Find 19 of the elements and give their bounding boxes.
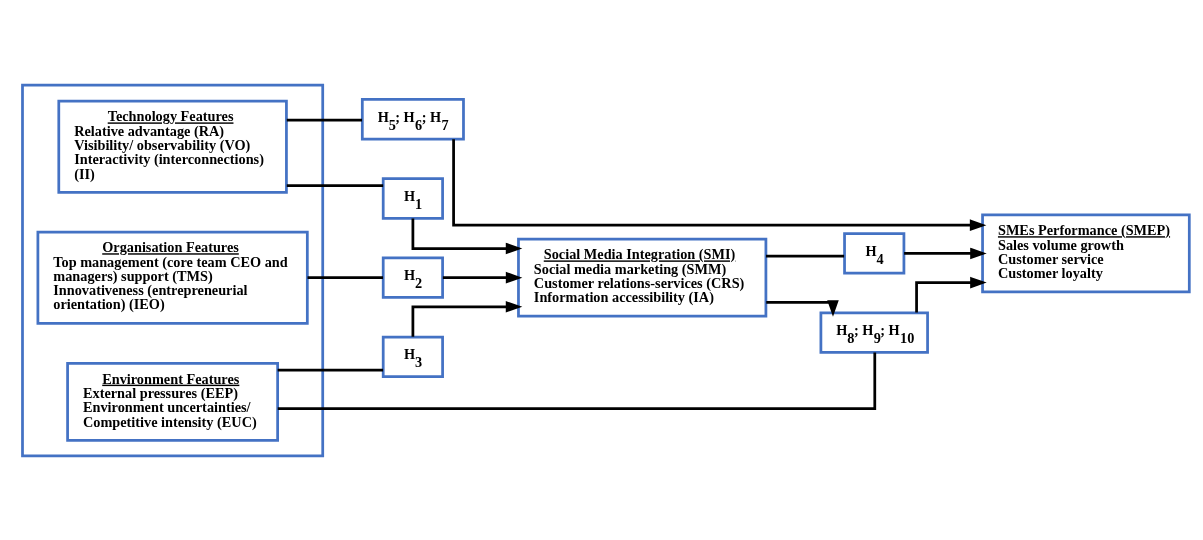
node-box: Social Media Integration (SMI) Social media marketing (SMM) Customer relations-services (CRS) Information accessibility (IA)	[517, 237, 768, 317]
connector	[277, 368, 384, 371]
node-box: SMEs Performance (SMEP) Sales volume growth Customer service Customer loyalty	[981, 213, 1191, 293]
node-box: Environment Features External pressures (EEP) Environment uncertainties/ Competitive intensity (EUC)	[66, 361, 279, 442]
connector	[766, 254, 845, 258]
arrow	[411, 300, 523, 337]
connector	[307, 275, 383, 279]
arrow	[904, 247, 987, 259]
cluster	[21, 83, 325, 457]
arrow	[442, 271, 523, 283]
connector	[277, 352, 877, 410]
arrow	[452, 138, 987, 231]
node-box: Organisation Features Top management (core team CEO and managers) support (TMS) Innovativeness (entrepreneurial orientation) (IEO)	[36, 230, 309, 325]
arrow	[915, 276, 987, 313]
arrow	[766, 299, 839, 317]
node-box: Technology Features Relative advantage (RA) Visibility/ observability (VO) Interactivity (interconnections) (II)	[57, 99, 288, 194]
connector	[286, 183, 384, 187]
connector	[286, 118, 362, 121]
arrow	[411, 218, 523, 254]
